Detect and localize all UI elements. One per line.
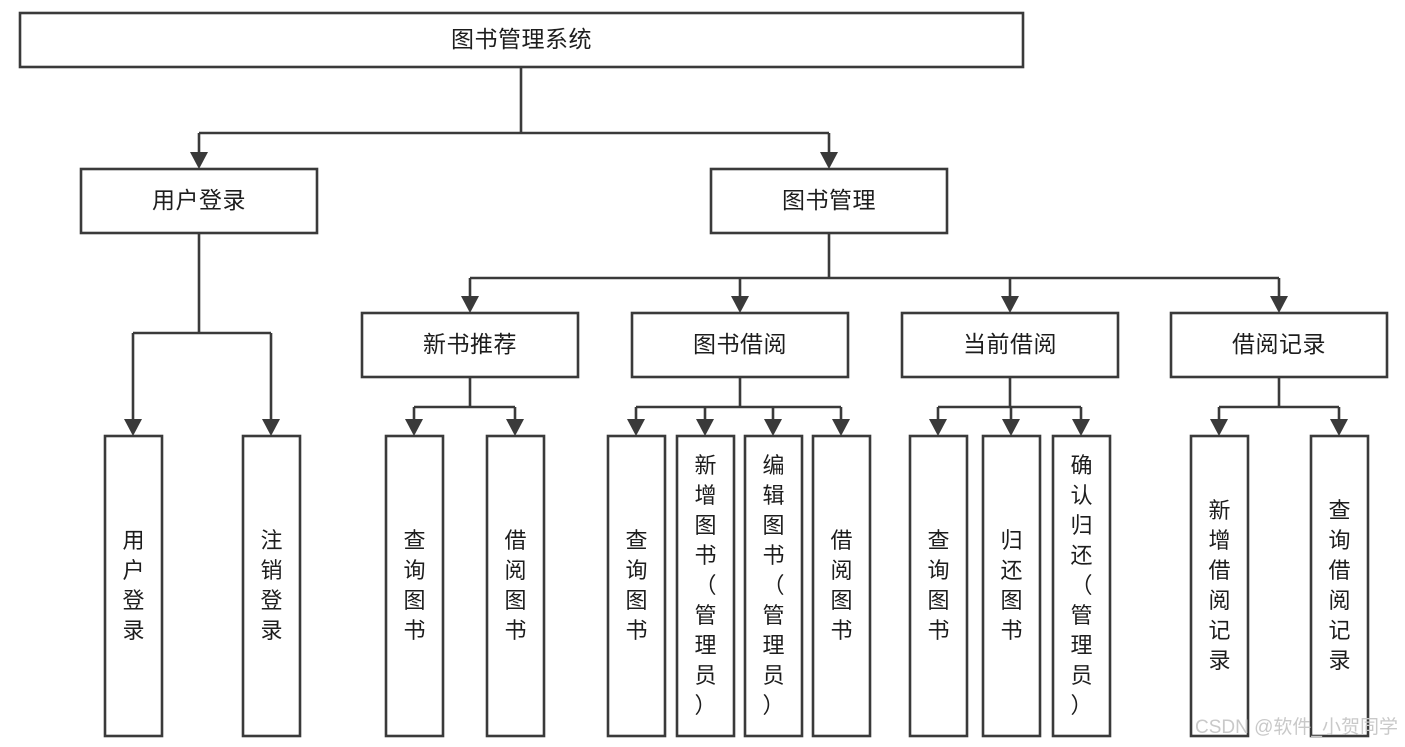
node-box[interactable] [103,434,164,738]
node-box[interactable] [630,311,850,379]
node-box[interactable] [1189,434,1250,738]
node-book-manage[interactable]: 图书管理 [709,167,949,235]
node-box[interactable] [485,434,546,738]
node-leaf-query-book-2[interactable]: 查询图书 [606,434,667,738]
node-box[interactable] [908,434,969,738]
arrow-head-icon [1330,419,1348,436]
node-label: 新书推荐 [423,331,517,357]
arrow-head-icon [1072,419,1090,436]
arrow-head-icon [627,419,645,436]
node-label: 注销登录 [260,528,282,643]
arrow-head-icon [506,419,524,436]
arrow-head-icon [929,419,947,436]
node-label: 用户登录 [152,187,246,213]
arrow-head-icon [820,152,838,169]
node-leaf-query-book-1[interactable]: 查询图书 [384,434,445,738]
node-borrow-record[interactable]: 借阅记录 [1169,311,1389,379]
node-label: 确认归还（管理员） [1070,453,1092,718]
node-leaf-return-book[interactable]: 归还图书 [981,434,1042,738]
node-label: 归还图书 [1000,528,1022,643]
branch-userlogin-to-leaves [124,233,280,436]
node-box[interactable] [79,167,319,235]
node-book-borrow[interactable]: 图书借阅 [630,311,850,379]
arrow-head-icon [262,419,280,436]
branch-currentborrow-to-leaves [929,377,1090,436]
node-leaf-query-book-3[interactable]: 查询图书 [908,434,969,738]
node-box[interactable] [18,11,1025,69]
node-leaf-user-login[interactable]: 用户登录 [103,434,164,738]
node-box[interactable] [1169,311,1389,379]
node-label: 查询借阅记录 [1328,498,1350,673]
branch-bookborrow-to-leaves [627,377,850,436]
arrow-head-icon [190,152,208,169]
node-label: 新增图书（管理员） [694,453,716,718]
arrow-head-icon [461,296,479,313]
node-box[interactable] [384,434,445,738]
node-label: 借阅图书 [504,528,526,643]
branch-bookmanage-to-level3 [461,233,1288,313]
node-leaf-edit-book-admin[interactable]: 编辑图书（管理员） [743,434,804,738]
node-box[interactable] [811,434,872,738]
arrow-head-icon [731,296,749,313]
node-box[interactable] [900,311,1120,379]
arrow-head-icon [764,419,782,436]
node-box[interactable] [241,434,302,738]
node-root[interactable]: 图书管理系统 [18,11,1025,69]
node-leaf-confirm-return-admin[interactable]: 确认归还（管理员） [1051,434,1112,738]
branch-borrowrecord-to-leaves [1210,377,1348,436]
node-label: 编辑图书（管理员） [762,453,784,718]
node-layer: 图书管理系统用户登录图书管理新书推荐图书借阅当前借阅借阅记录用户登录注销登录查询… [18,11,1389,738]
node-user-login[interactable]: 用户登录 [79,167,319,235]
arrow-head-icon [405,419,423,436]
node-new-book-recommend[interactable]: 新书推荐 [360,311,580,379]
arrow-head-icon [1270,296,1288,313]
csdn-watermark: CSDN @软件_小贺同学 [1195,716,1398,738]
node-label: 图书管理 [782,187,876,213]
node-leaf-borrow-book-2[interactable]: 借阅图书 [811,434,872,738]
node-current-borrow[interactable]: 当前借阅 [900,311,1120,379]
node-box[interactable] [675,434,736,738]
node-box[interactable] [981,434,1042,738]
node-box[interactable] [1051,434,1112,738]
node-box[interactable] [743,434,804,738]
connector-layer [124,67,1348,436]
node-label: 用户登录 [122,528,144,643]
node-leaf-logout-login[interactable]: 注销登录 [241,434,302,738]
arrow-head-icon [1001,296,1019,313]
node-label: 查询图书 [927,528,949,643]
node-label: 查询图书 [403,528,425,643]
node-label: 图书借阅 [693,331,787,357]
arrow-head-icon [1210,419,1228,436]
node-leaf-query-borrow-record[interactable]: 查询借阅记录 [1309,434,1370,738]
node-leaf-add-book-admin[interactable]: 新增图书（管理员） [675,434,736,738]
arrow-head-icon [832,419,850,436]
node-leaf-borrow-book-1[interactable]: 借阅图书 [485,434,546,738]
branch-recommend-to-leaves [405,377,524,436]
node-box[interactable] [709,167,949,235]
node-box[interactable] [1309,434,1370,738]
node-box[interactable] [606,434,667,738]
node-label: 当前借阅 [963,331,1057,357]
arrow-head-icon [124,419,142,436]
node-label: 新增借阅记录 [1208,498,1230,673]
branch-root-to-level2 [190,67,838,169]
node-label: 借阅图书 [830,528,852,643]
arrow-head-icon [1002,419,1020,436]
node-box[interactable] [360,311,580,379]
node-label: 图书管理系统 [451,26,592,52]
arrow-head-icon [696,419,714,436]
node-leaf-add-borrow-record[interactable]: 新增借阅记录 [1189,434,1250,738]
node-label: 借阅记录 [1232,331,1326,357]
node-label: 查询图书 [625,528,647,643]
